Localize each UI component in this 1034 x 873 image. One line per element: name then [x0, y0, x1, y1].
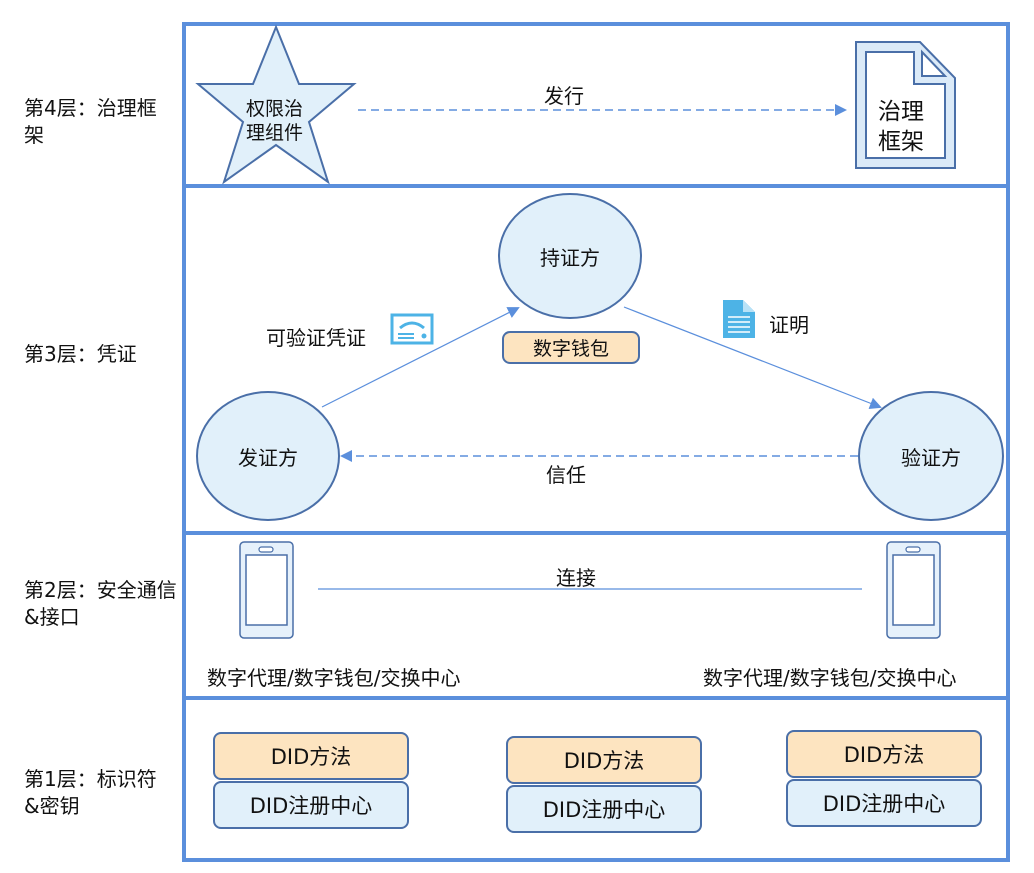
- proof-document-icon: [723, 300, 755, 338]
- left-phone-icon: [239, 541, 294, 639]
- layer-4-label: 第4层：治理框架: [24, 96, 157, 147]
- wallet-label: 数字钱包: [532, 338, 609, 360]
- did-registry-box-1: DID注册中心: [213, 781, 409, 829]
- proof-arrow: [623, 306, 882, 409]
- trust-label: 信任: [546, 463, 586, 487]
- star-label-line1: 权限治: [246, 98, 304, 120]
- issuer-label: 发证方: [238, 445, 298, 470]
- wallet-badge: 数字钱包: [502, 331, 640, 364]
- did-method-box-1: DID方法: [213, 732, 409, 780]
- layer-3-label: 第3层：凭证: [24, 342, 137, 366]
- credential-icon: [390, 313, 434, 345]
- verifier-label: 验证方: [901, 445, 961, 470]
- governance-document-icon: [855, 41, 956, 169]
- issuer-node: 发证方: [196, 391, 340, 521]
- layer-1-label: 第1层：标识符&密钥: [24, 767, 157, 818]
- did-method-label-3: DID方法: [843, 743, 925, 767]
- did-registry-label-2: DID注册中心: [542, 798, 666, 822]
- proof-label: 证明: [769, 313, 809, 337]
- doc-label-line2: 框架: [878, 129, 924, 155]
- verifier-node: 验证方: [858, 391, 1004, 521]
- did-method-box-3: DID方法: [786, 730, 982, 778]
- star-shape: [195, 24, 357, 185]
- did-registry-label-3: DID注册中心: [822, 792, 946, 816]
- did-method-label-1: DID方法: [270, 745, 352, 769]
- right-device-label: 数字代理/数字钱包/交换中心: [703, 666, 957, 690]
- issue-label: 发行: [544, 84, 584, 108]
- star-label-line2: 理组件: [246, 122, 304, 144]
- holder-node: 持证方: [498, 193, 642, 319]
- left-device-label: 数字代理/数字钱包/交换中心: [207, 666, 461, 690]
- did-method-label-2: DID方法: [563, 749, 645, 773]
- doc-label-line1: 治理: [878, 99, 924, 125]
- did-registry-box-3: DID注册中心: [786, 779, 982, 827]
- vc-label: 可验证凭证: [266, 326, 366, 350]
- vc-arrow: [321, 307, 520, 408]
- holder-label: 持证方: [540, 245, 600, 270]
- connect-label: 连接: [556, 566, 596, 590]
- did-registry-label-1: DID注册中心: [249, 794, 373, 818]
- did-method-box-2: DID方法: [506, 736, 702, 784]
- did-registry-box-2: DID注册中心: [506, 785, 702, 833]
- layer-2-label: 第2层：安全通信&接口: [24, 578, 177, 629]
- right-phone-icon: [886, 541, 941, 639]
